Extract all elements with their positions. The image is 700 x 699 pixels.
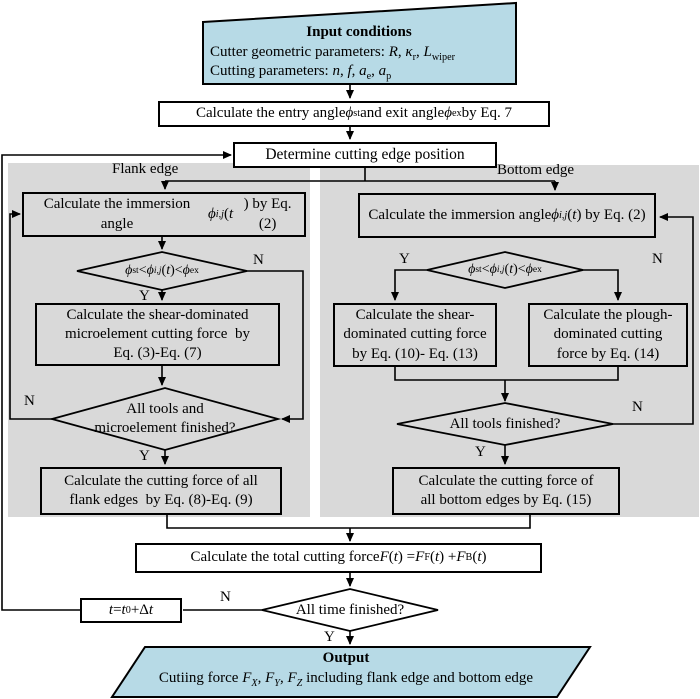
connector-flank-no-loop xyxy=(247,270,304,423)
input-parallelogram xyxy=(202,1,517,85)
connector-bottom-yes xyxy=(391,269,427,301)
flank-condition-no-label: N xyxy=(253,252,264,268)
output-line: Cutiing force FX, FY, FZ including flank… xyxy=(158,669,534,689)
input-line-geometric: Cutter geometric parameters: R, κr, Lwip… xyxy=(210,43,456,63)
bottom-condition-no-label: N xyxy=(652,251,663,267)
flank-branch-panel xyxy=(8,163,310,517)
time-finished-diamond xyxy=(261,588,439,632)
bottom-finished-text: All tools finished? xyxy=(449,415,561,432)
connector-bottom-no xyxy=(583,269,622,301)
flank-finished-no-label: N xyxy=(24,393,35,409)
bottom-finished-no-label: N xyxy=(632,399,643,415)
connector-time-update-loop xyxy=(1,151,232,611)
output-node: Output Cutiing force FX, FY, FZ includin… xyxy=(120,649,572,688)
bottom-finished-yes-label: Y xyxy=(475,444,486,460)
input-title: Input conditions xyxy=(306,24,412,40)
time-yes-label: Y xyxy=(324,629,335,645)
time-finished-text: All time finished? xyxy=(295,601,405,618)
output-parallelogram xyxy=(110,646,592,698)
flank-finished-diamond xyxy=(48,387,282,451)
connector-bottom-merge xyxy=(394,367,619,381)
bottom-branch-panel xyxy=(320,165,699,517)
time-no-label: N xyxy=(220,589,231,605)
connector-bottom-finished-no-loop xyxy=(613,213,694,425)
total-cutting-force-box: Calculate the total cutting force F(t) =… xyxy=(135,543,542,573)
flank-finished-yes-label: Y xyxy=(139,448,150,464)
bottom-condition-yes-label: Y xyxy=(399,251,410,267)
input-node: Input conditions Cutter geometric parame… xyxy=(206,23,512,82)
connector-results-merge xyxy=(166,515,531,529)
bottom-shear-force-box: Calculate the shear-dominated cutting fo… xyxy=(333,303,497,367)
flank-condition-yes-label: Y xyxy=(139,288,150,304)
output-title: Output xyxy=(322,650,370,666)
flank-branch-label: Flank edge xyxy=(112,161,179,177)
determine-edge-position-box: Determine cutting edge position xyxy=(233,142,497,168)
bottom-branch-label: Bottom edge xyxy=(497,162,575,178)
connector-flank-finished-no-loop xyxy=(9,210,52,420)
input-line-cutting: Cutting parameters: n, f, ae, ap xyxy=(210,63,392,82)
